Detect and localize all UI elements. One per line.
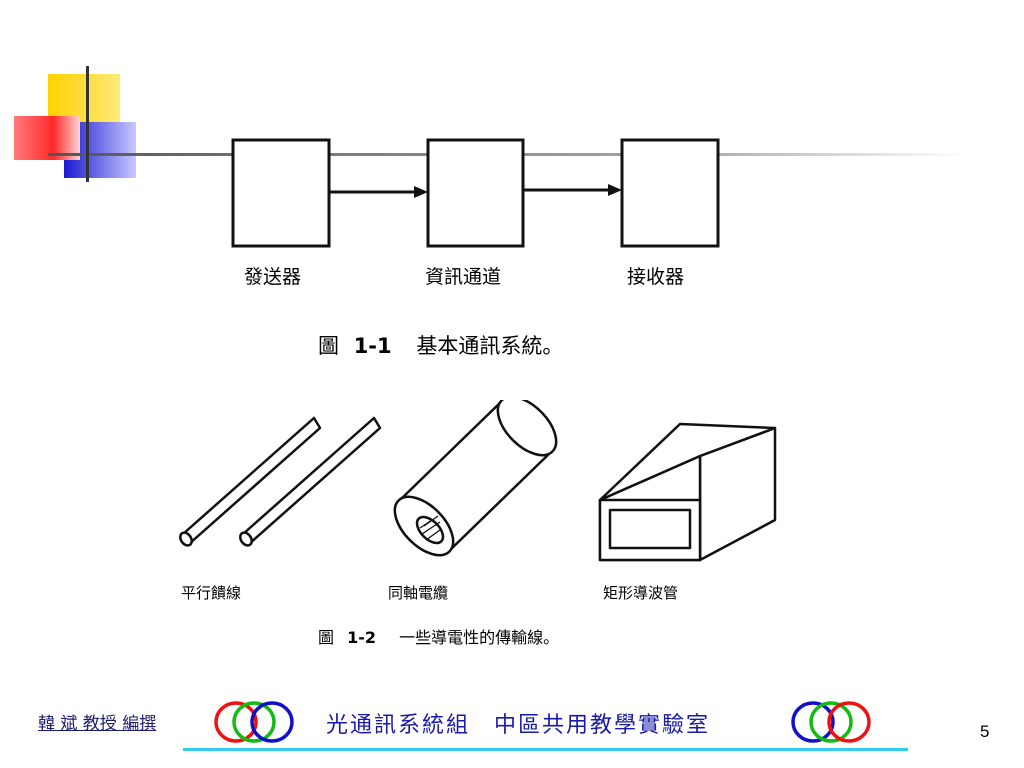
page-number: 5	[980, 722, 990, 741]
channel-block	[426, 138, 525, 248]
footer-decoration	[183, 701, 908, 751]
channel-label: 資訊通道	[425, 266, 502, 288]
coaxial-cable-label: 同軸電纜	[388, 584, 449, 602]
receiver-label: 接收器	[627, 266, 685, 288]
deco-vertical-rule	[86, 66, 89, 182]
arrowhead-1	[414, 186, 428, 198]
author-credit: 韓 斌 教授 編撰	[38, 714, 157, 734]
lab-name: 光通訊系統組 中區共用教學實驗室	[326, 713, 711, 738]
transmission-lines-diagram	[179, 400, 777, 562]
coaxial-cable	[393, 400, 558, 557]
transmitter-label: 發送器	[244, 266, 302, 288]
rings-logo-right	[791, 701, 871, 743]
receiver-block	[620, 138, 720, 248]
parallel-wire-line	[179, 416, 382, 547]
figure-1-caption-text: 基本通訊系統。	[416, 334, 564, 358]
figure-2-caption: 圖 1-2 一些導電性的傳輸線。	[318, 624, 559, 648]
rings-logo-left	[214, 701, 294, 743]
waveguide-label: 矩形導波管	[603, 584, 679, 602]
transmitter-block	[231, 138, 331, 248]
parallel-wire-label: 平行饋線	[181, 584, 242, 602]
rectangular-waveguide	[598, 422, 777, 562]
figure-2-caption-prefix: 圖	[318, 628, 335, 647]
figure-2-number: 1-2	[347, 628, 377, 647]
arrowhead-2	[608, 184, 622, 196]
footer-cyan-line	[183, 748, 908, 751]
figure-1-caption-prefix: 圖	[318, 334, 339, 358]
figure-2-caption-text: 一些導電性的傳輸線。	[399, 628, 560, 647]
figure-1-number: 1-1	[353, 334, 392, 358]
communication-system-diagram	[231, 138, 720, 248]
figure-1-caption: 圖 1-1 基本通訊系統。	[318, 330, 563, 360]
deco-red-square	[14, 116, 80, 160]
